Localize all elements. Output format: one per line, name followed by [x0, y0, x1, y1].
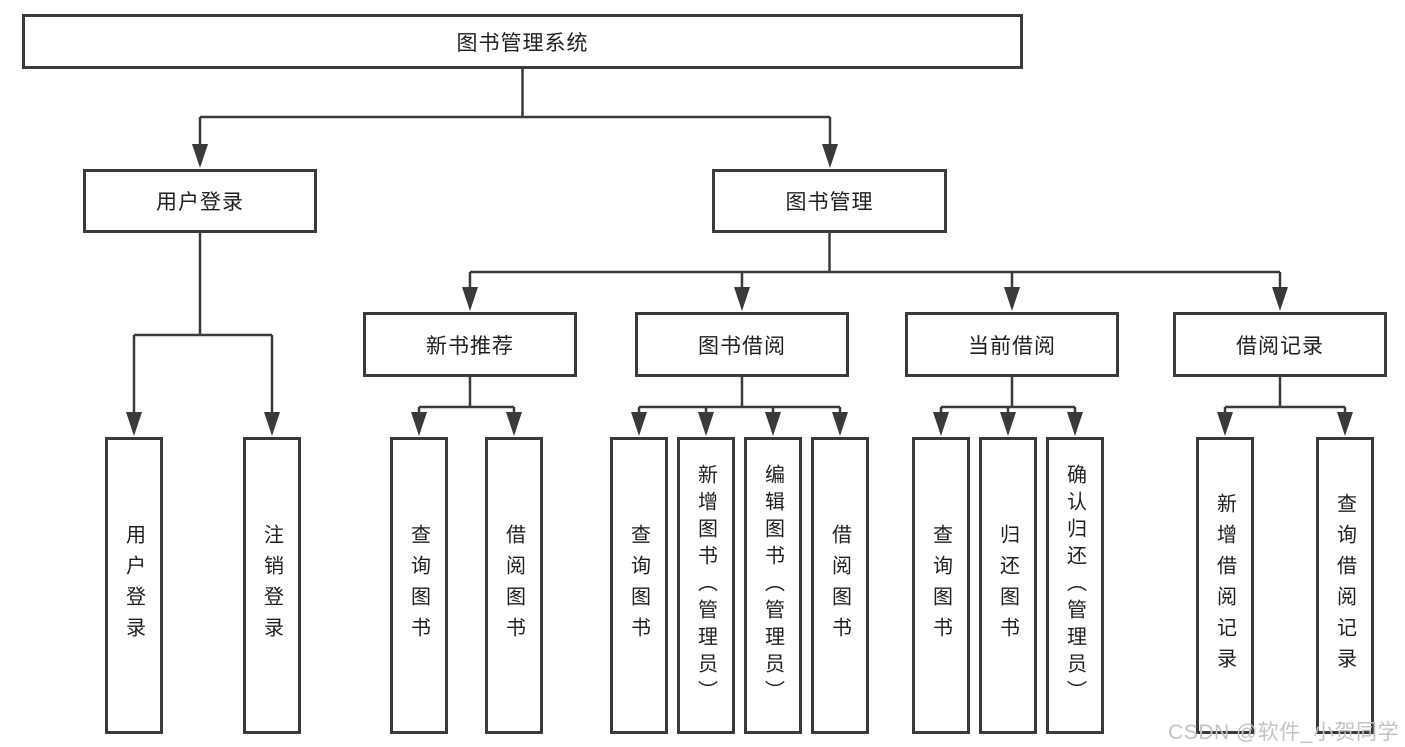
- leaf-logout: 注销登录: [243, 437, 301, 734]
- leaf-label: 查询图书: [407, 523, 430, 648]
- leaf-label: 借阅图书: [502, 523, 525, 648]
- node-new-book-recommend: 新书推荐: [363, 312, 577, 377]
- leaf-user-login: 用户登录: [105, 437, 163, 734]
- node-label: 用户登录: [156, 191, 244, 214]
- node-borrowing-records: 借阅记录: [1173, 312, 1387, 377]
- node-label: 图书借阅: [698, 334, 786, 358]
- leaf-query-books-borrow: 查询图书: [610, 437, 668, 734]
- leaf-label: 注销登录: [260, 523, 283, 648]
- node-label: 新书推荐: [426, 334, 514, 358]
- node-library-management-system: 图书管理系统: [22, 14, 1023, 69]
- leaf-label: 用户登录: [122, 523, 145, 648]
- leaf-return-books: 归还图书: [979, 437, 1037, 734]
- leaf-label: 新增图书（管理员）: [694, 464, 717, 707]
- leaf-borrow-books: 借阅图书: [811, 437, 869, 734]
- leaf-label: 查询图书: [627, 523, 650, 648]
- node-book-management: 图书管理: [712, 169, 947, 233]
- node-label: 当前借阅: [968, 334, 1056, 358]
- node-current-borrowing: 当前借阅: [905, 312, 1119, 377]
- leaf-label: 新增借阅记录: [1213, 492, 1236, 679]
- node-label: 借阅记录: [1236, 334, 1324, 358]
- leaf-label: 查询借阅记录: [1333, 492, 1356, 679]
- leaf-edit-books-admin: 编辑图书（管理员）: [744, 437, 802, 734]
- leaf-borrow-books-recommend: 借阅图书: [485, 437, 543, 734]
- leaf-add-books-admin: 新增图书（管理员）: [677, 437, 735, 734]
- leaf-label: 编辑图书（管理员）: [761, 464, 784, 707]
- leaf-query-books-current: 查询图书: [912, 437, 970, 734]
- leaf-query-borrow-record: 查询借阅记录: [1316, 437, 1374, 734]
- node-user-login: 用户登录: [83, 169, 317, 233]
- leaf-label: 归还图书: [996, 523, 1019, 648]
- leaf-add-borrow-record: 新增借阅记录: [1196, 437, 1254, 734]
- node-label: 图书管理: [785, 191, 874, 214]
- leaf-label: 查询图书: [929, 523, 952, 648]
- node-label: 图书管理系统: [456, 31, 589, 55]
- leaf-confirm-return-admin: 确认归还（管理员）: [1046, 437, 1104, 734]
- watermark: CSDN @软件_小贺同学: [1168, 721, 1399, 744]
- node-book-borrowing: 图书借阅: [635, 312, 849, 377]
- leaf-query-books-recommend: 查询图书: [390, 437, 448, 734]
- leaf-label: 确认归还（管理员）: [1063, 464, 1086, 707]
- leaf-label: 借阅图书: [828, 523, 851, 648]
